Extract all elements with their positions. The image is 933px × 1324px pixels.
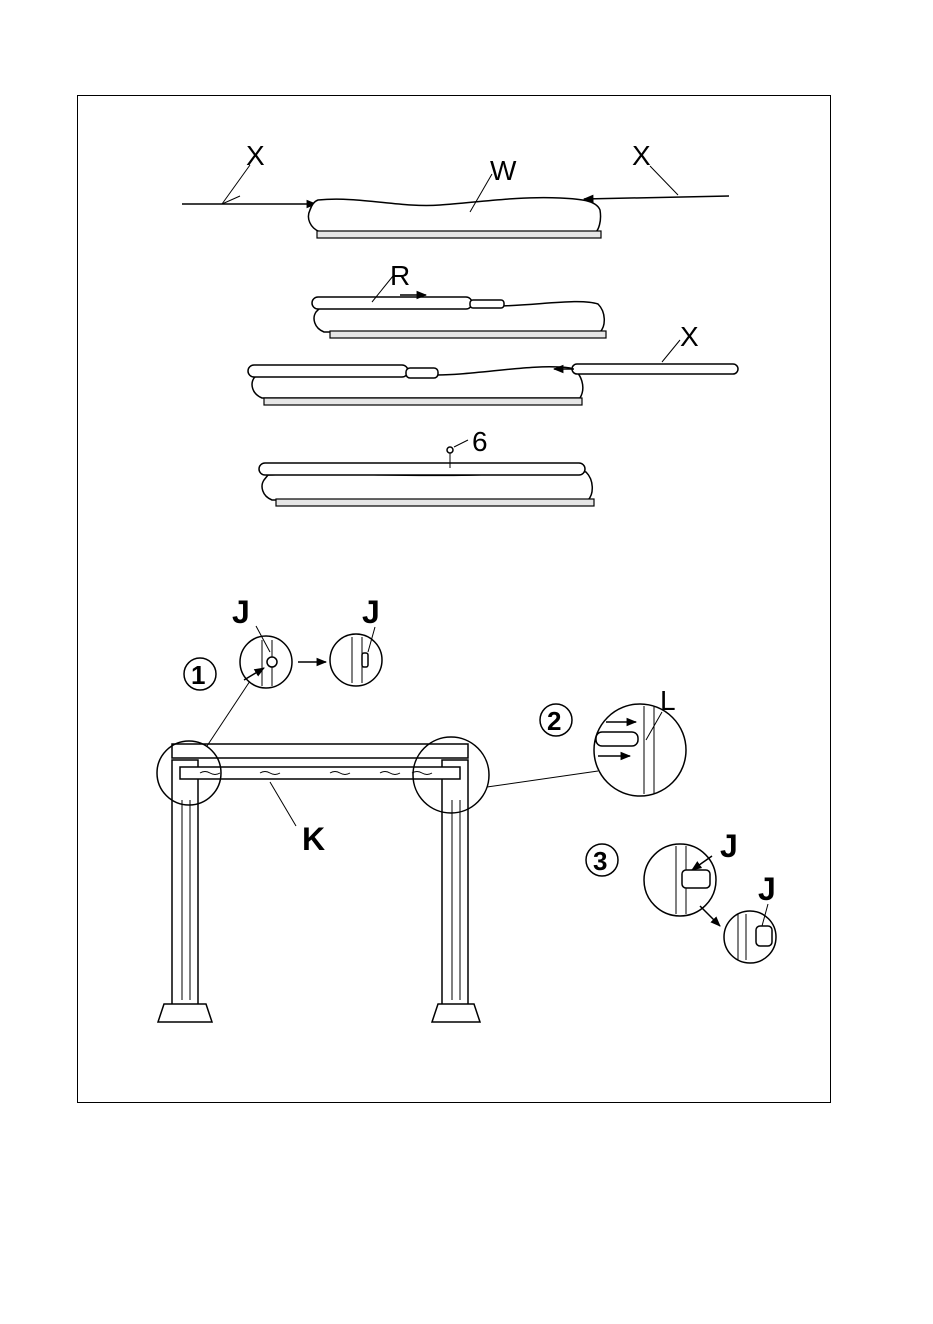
detail-step-3: 3 J J: [586, 828, 776, 963]
detail-step-2: 2 L: [540, 685, 686, 796]
label-k: K: [302, 821, 325, 857]
label-w: W: [490, 155, 517, 186]
label-r: R: [390, 260, 410, 291]
label-x-right: X: [632, 140, 651, 171]
frame-assembly: K: [157, 678, 598, 1022]
label-l: L: [660, 685, 676, 716]
label-x-left: X: [246, 140, 265, 171]
detail-step-1: 1 J J: [184, 594, 382, 690]
label-j-4: J: [758, 871, 776, 907]
canopy-step-d: 6: [259, 426, 594, 506]
canopy-step-a: X X W: [182, 140, 729, 238]
label-j-2: J: [362, 594, 380, 630]
label-j-1: J: [232, 594, 250, 630]
label-j-3: J: [720, 828, 738, 864]
label-x-third: X: [680, 321, 699, 352]
label-six: 6: [472, 426, 488, 457]
step-3-number: 3: [593, 846, 607, 876]
step-1-number: 1: [191, 660, 205, 690]
canopy-step-b: R: [312, 260, 606, 338]
step-2-number: 2: [547, 706, 561, 736]
